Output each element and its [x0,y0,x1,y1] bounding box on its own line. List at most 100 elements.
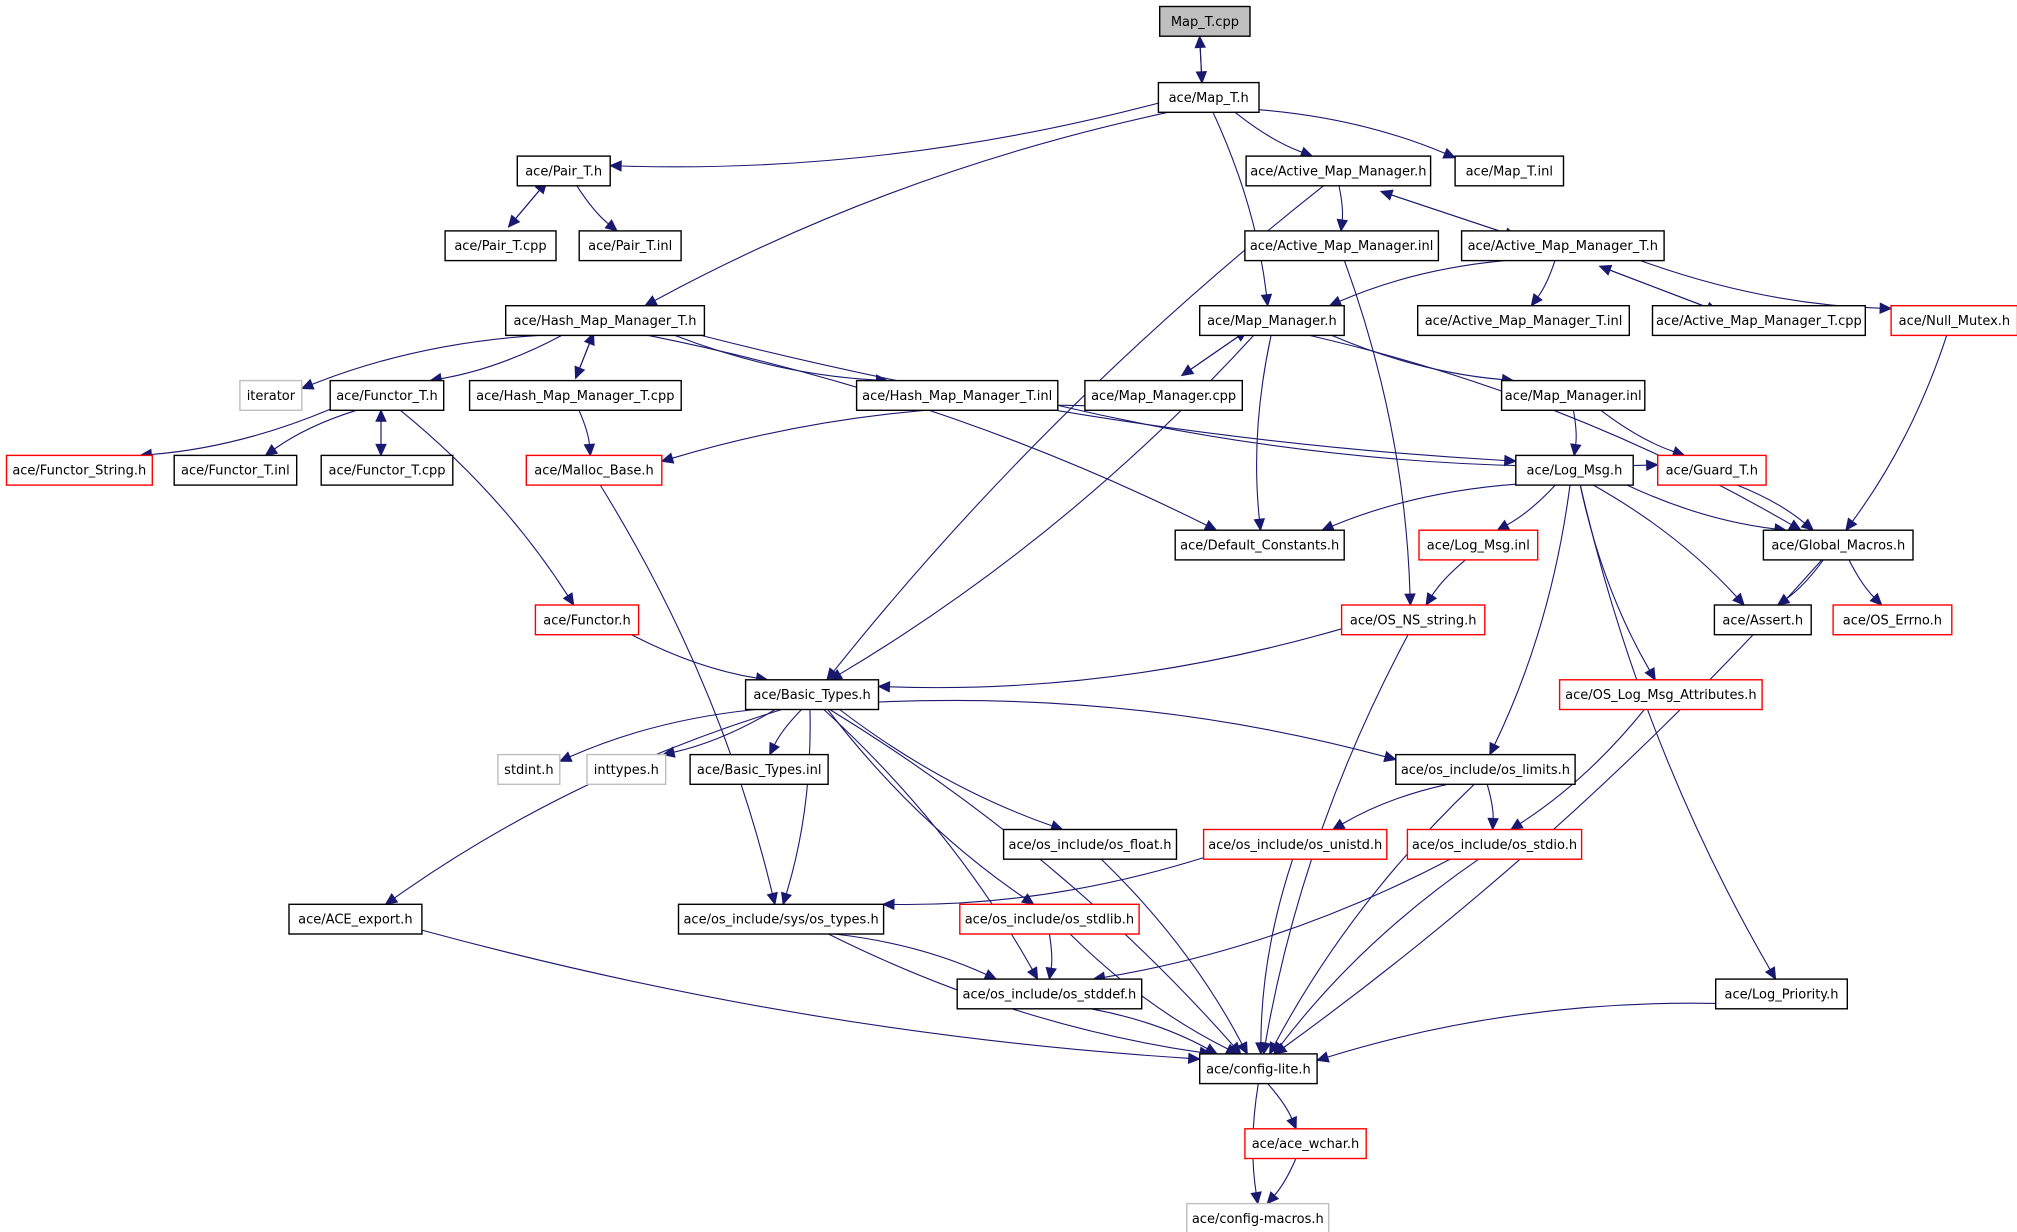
node-basic-types-h[interactable]: ace/Basic_Types.h [744,679,880,711]
edge-log_msg_inl-to-os_ns_string_h [1431,559,1466,596]
node-map-t-inl[interactable]: ace/Map_T.inl [1454,155,1565,187]
node-guard-t-h[interactable]: ace/Guard_T.h [1656,454,1767,486]
node-box [1244,1128,1367,1160]
edges-layer [139,35,1948,1205]
edge-os_limits_h-to-config_lite_h [1274,783,1475,1045]
node-label: ace/Assert.h [1722,613,1803,628]
node-os-ns-string-h[interactable]: ace/OS_NS_string.h [1340,604,1486,636]
node-os-types-h[interactable]: ace/os_include/sys/os_types.h [677,903,885,935]
node-malloc-base-h[interactable]: ace/Malloc_Base.h [525,454,663,486]
node-box [239,379,303,412]
node-hash-map-manager-t-inl[interactable]: ace/Hash_Map_Manager_T.inl [855,379,1059,412]
edge-log_msg_h-to-assert_h [1592,484,1738,598]
node-label: ace/Global_Macros.h [1771,539,1905,554]
node-label: ace/Default_Constants.h [1180,539,1339,554]
node-map-manager-cpp[interactable]: ace/Map_Manager.cpp [1084,379,1244,412]
node-label: ace/Log_Priority.h [1725,987,1839,1002]
node-box [1002,828,1178,860]
node-null-mutex-h[interactable]: ace/Null_Mutex.h [1890,305,2017,337]
node-map-t-h[interactable]: ace/Map_T.h [1157,81,1260,113]
edge-log_priority_h-to-config_lite_h [1327,1002,1716,1058]
node-os-errno-h[interactable]: ace/OS_Errno.h [1832,604,1953,636]
edge-hash_map_manager_t_h-to-iterator [311,334,539,385]
edge-basic_types_h-to-config_lite_h [829,709,1234,1047]
node-os-log-msg-attributes-h[interactable]: ace/OS_Log_Msg_Attributes.h [1558,679,1763,711]
node-os-float-h[interactable]: ace/os_include/os_float.h [1002,828,1178,860]
node-box [525,454,663,486]
node-log-msg-inl[interactable]: ace/Log_Msg.inl [1418,529,1539,561]
node-map-t-cpp[interactable]: Map_T.cpp [1158,5,1251,37]
node-os-stddef-h[interactable]: ace/os_include/os_stddef.h [956,978,1143,1010]
arrowhead-log_msg_h-to-log_priority_h [1764,966,1777,981]
node-functor-string-h[interactable]: ace/Functor_String.h [5,454,154,486]
edge-pair_t_cpp-to-pair_t_h [508,189,540,228]
node-os-stdlib-h[interactable]: ace/os_include/os_stdlib.h [959,903,1140,935]
edge-basic_types_h-to-stdint_h [569,708,756,758]
edge-basic_types_h-to-os_limits_h [878,699,1386,758]
arrowhead-os_unistd_h-to-os_types_h [881,898,895,911]
node-global-macros-h[interactable]: ace/Global_Macros.h [1762,529,1914,561]
node-box [1416,305,1630,337]
edge-map_manager_inl-to-guard_t_h [1600,409,1675,453]
edge-global_macros_h-to-assert_h [1786,559,1824,600]
node-basic-types-inl[interactable]: ace/Basic_Types.inl [689,753,829,785]
node-label: ace/Pair_T.cpp [454,239,546,254]
node-os-stdio-h[interactable]: ace/os_include/os_stdio.h [1406,828,1583,860]
node-default-constants-h[interactable]: ace/Default_Constants.h [1174,529,1345,561]
node-label: ace/Active_Map_Manager_T.h [1468,239,1658,254]
edge-map_manager_h-to-default_constants_h [1256,335,1272,520]
node-label: ace/Basic_Types.inl [697,763,822,778]
arrowhead-hash_map_manager_t_h-to-iterator [300,378,315,390]
arrowhead-log_msg_h-to-os_log_msg_attributes_h [1644,666,1656,681]
node-pair-t-inl[interactable]: ace/Pair_T.inl [578,230,682,262]
node-functor-t-h[interactable]: ace/Functor_T.h [329,379,445,412]
edge-os_stddef_h-to-config_lite_h [1090,1008,1208,1050]
edge-guard_t_h-to-global_macros_h [1736,484,1806,524]
node-box [1406,828,1583,860]
node-active-map-manager-inl[interactable]: ace/Active_Map_Manager.inl [1244,230,1440,262]
node-label: ace/OS_NS_string.h [1350,613,1477,628]
node-map-manager-h[interactable]: ace/Map_Manager.h [1198,305,1345,337]
node-label: ace/Functor.h [543,613,630,628]
node-assert-h[interactable]: ace/Assert.h [1713,604,1812,636]
arrowhead-map_t_h-to-map_t_inl [1442,147,1457,159]
node-iterator: iterator [239,379,303,412]
node-os-unistd-h[interactable]: ace/os_include/os_unistd.h [1202,828,1388,860]
node-active-map-manager-h[interactable]: ace/Active_Map_Manager.h [1245,155,1432,187]
edge-functor_t_h-to-functor_t_inl [274,409,358,450]
node-functor-t-cpp[interactable]: ace/Functor_T.cpp [320,454,454,486]
node-box [1158,5,1251,37]
arrowhead-null_mutex_h-to-global_macros_h [1845,517,1858,532]
node-hash-map-manager-t-cpp[interactable]: ace/Hash_Map_Manager_T.cpp [468,379,682,412]
node-box [5,454,154,486]
node-box [1500,379,1646,412]
node-label: ace/ACE_export.h [298,913,412,928]
edge-os_stdio_h-to-config_lite_h [1280,858,1480,1046]
edge-log_msg_h-to-log_priority_h [1579,484,1771,970]
node-functor-h[interactable]: ace/Functor.h [534,604,640,636]
node-pair-t-h[interactable]: ace/Pair_T.h [516,155,611,187]
node-log-msg-h[interactable]: ace/Log_Msg.h [1515,454,1634,486]
node-label: ace/Functor_T.cpp [329,464,446,479]
edge-map_t_h-to-hash_map_manager_t_h [654,111,1169,301]
node-active-map-manager-t-inl[interactable]: ace/Active_Map_Manager_T.inl [1416,305,1630,337]
node-functor-t-inl[interactable]: ace/Functor_T.inl [173,454,298,486]
node-label: ace/config-lite.h [1206,1062,1311,1077]
node-log-priority-h[interactable]: ace/Log_Priority.h [1714,978,1848,1010]
node-active-map-manager-t-h[interactable]: ace/Active_Map_Manager_T.h [1460,230,1665,262]
node-map-manager-inl[interactable]: ace/Map_Manager.inl [1500,379,1646,412]
node-active-map-manager-t-cpp[interactable]: ace/Active_Map_Manager_T.cpp [1651,305,1867,337]
node-ace-wchar-h[interactable]: ace/ace_wchar.h [1244,1128,1367,1160]
node-label: ace/Log_Msg.inl [1427,539,1530,554]
node-config-lite-h[interactable]: ace/config-lite.h [1198,1053,1318,1085]
node-os-limits-h[interactable]: ace/os_include/os_limits.h [1395,753,1576,785]
arrowhead-map_manager_h-to-global_macros_h [1787,519,1802,531]
node-ace-export-h[interactable]: ace/ACE_export.h [288,903,423,935]
arrowhead-hash_map_manager_t_h-to-default_constants_h [1203,519,1218,531]
arrowhead-hash_map_manager_t_cpp-to-hash_map_manager_t_h [583,332,595,347]
node-hash-map-manager-t-h[interactable]: ace/Hash_Map_Manager_T.h [505,305,706,337]
node-pair-t-cpp[interactable]: ace/Pair_T.cpp [444,230,557,262]
edge-log_msg_h-to-log_msg_inl [1506,484,1556,526]
arrowhead-active_map_manager_h-to-active_map_manager_inl [1336,218,1349,233]
edge-global_macros_h-to-os_errno_h [1848,559,1875,598]
